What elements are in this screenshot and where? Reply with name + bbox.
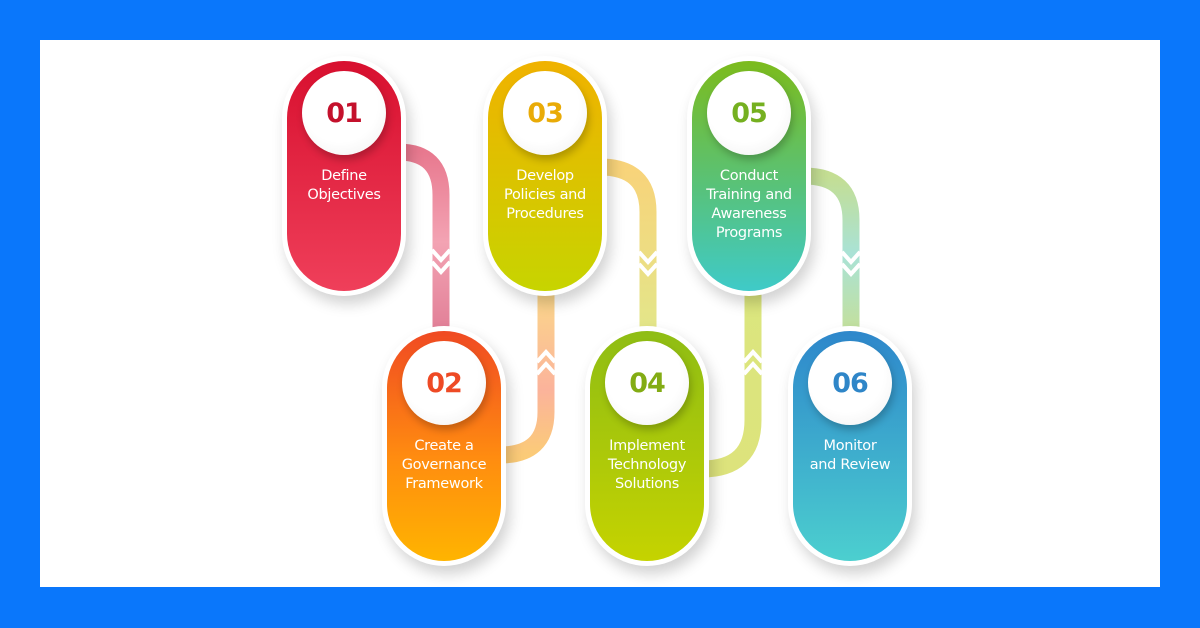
step-label-line: Training and xyxy=(706,187,792,203)
step-label-line: Solutions xyxy=(615,476,679,492)
step-label-line: Objectives xyxy=(307,187,381,203)
step-number: 04 xyxy=(629,367,666,399)
step-card-05: 05 Conduct Training and Awareness Progra… xyxy=(687,56,811,296)
step-pill: 01 Define Objectives xyxy=(287,61,401,291)
step-card-01: 01 Define Objectives xyxy=(282,56,406,296)
step-pill: 05 Conduct Training and Awareness Progra… xyxy=(692,61,806,291)
step-number-badge: 04 xyxy=(605,341,689,425)
step-card-04: 04 Implement Technology Solutions xyxy=(585,326,709,566)
step-label-line: Policies and xyxy=(504,187,586,203)
step-label: Monitor and Review xyxy=(797,437,903,475)
step-card-06: 06 Monitor and Review xyxy=(788,326,912,566)
step-label: Create a Governance Framework xyxy=(391,437,497,494)
step-label-line: Framework xyxy=(405,476,483,492)
step-label-line: and Review xyxy=(809,457,891,473)
step-label-line: Create a xyxy=(414,438,474,454)
step-label-line: Governance xyxy=(401,457,487,473)
step-label-line: Monitor xyxy=(823,438,877,454)
step-pill: 06 Monitor and Review xyxy=(793,331,907,561)
step-label-line: Programs xyxy=(715,225,783,241)
step-label-line: Conduct xyxy=(719,168,779,184)
step-number: 03 xyxy=(527,97,564,129)
step-label-line: Implement xyxy=(609,438,685,454)
step-number: 01 xyxy=(326,97,363,129)
step-number-badge: 02 xyxy=(402,341,486,425)
step-label-line: Develop xyxy=(516,168,574,184)
step-pill: 04 Implement Technology Solutions xyxy=(590,331,704,561)
step-label: Implement Technology Solutions xyxy=(594,437,700,494)
step-label-line: Awareness xyxy=(711,206,787,222)
step-label: Develop Policies and Procedures xyxy=(492,167,598,224)
step-label: Conduct Training and Awareness Programs xyxy=(696,167,802,243)
step-pill: 02 Create a Governance Framework xyxy=(387,331,501,561)
step-label-line: Define xyxy=(321,168,367,184)
step-number-badge: 01 xyxy=(302,71,386,155)
step-label-line: Procedures xyxy=(506,206,584,222)
step-label: Define Objectives xyxy=(291,167,397,205)
step-number: 05 xyxy=(731,97,768,129)
step-number-badge: 05 xyxy=(707,71,791,155)
step-label-line: Technology xyxy=(607,457,687,473)
step-number-badge: 03 xyxy=(503,71,587,155)
step-number-badge: 06 xyxy=(808,341,892,425)
step-pill: 03 Develop Policies and Procedures xyxy=(488,61,602,291)
step-number: 02 xyxy=(426,367,463,399)
step-number: 06 xyxy=(832,367,869,399)
step-card-02: 02 Create a Governance Framework xyxy=(382,326,506,566)
step-card-03: 03 Develop Policies and Procedures xyxy=(483,56,607,296)
